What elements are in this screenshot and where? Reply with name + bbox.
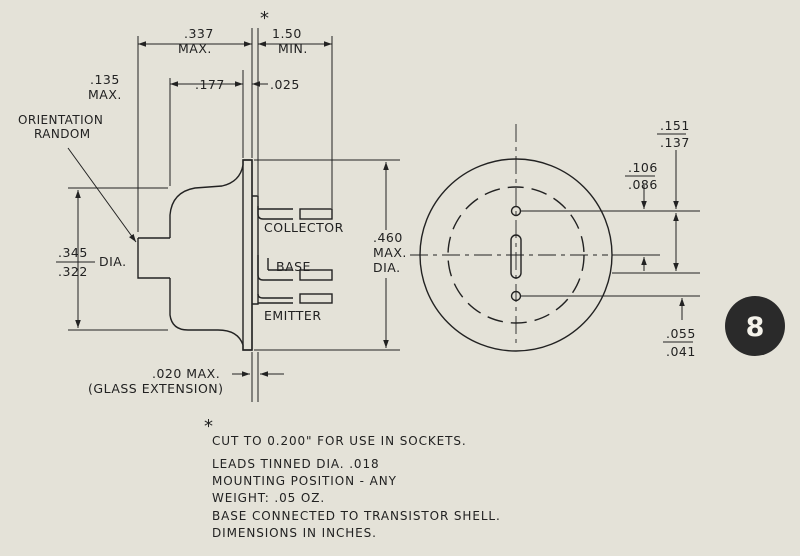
spacing-low-bottom: .041 <box>666 344 696 359</box>
note-line: BASE CONNECTED TO TRANSISTOR SHELL. <box>212 509 501 523</box>
flange-dia-line3: DIA. <box>373 260 401 275</box>
dimension-labels: .337 MAX. * 1.50 MIN. .135 MAX. .177 .02… <box>18 8 696 396</box>
lead-emitter <box>257 293 333 304</box>
notes-star: * <box>204 416 214 437</box>
base-pin-slot <box>510 234 522 279</box>
note-line: DIMENSIONS IN INCHES. <box>212 526 377 540</box>
note-line: WEIGHT: .05 OZ. <box>212 491 325 505</box>
lead-base <box>257 255 333 281</box>
side-view <box>137 159 333 351</box>
page-number-badge: 8 <box>725 296 785 356</box>
stub-length-suffix: MAX. <box>88 87 122 102</box>
page-number: 8 <box>746 312 765 343</box>
emitter-label: EMITTER <box>264 308 322 323</box>
stub-length-value: .135 <box>90 72 120 87</box>
orientation-line2: RANDOM <box>34 127 90 141</box>
end-view <box>410 124 613 352</box>
flange-dia-line2: MAX. <box>373 245 407 260</box>
note-line: LEADS TINNED DIA. .018 <box>212 457 380 471</box>
orientation-line1: ORIENTATION <box>18 113 103 127</box>
max-length-suffix: MAX. <box>178 41 212 56</box>
side-view-dimensions <box>67 28 400 402</box>
note-line: CUT TO 0.200" FOR USE IN SOCKETS. <box>212 434 467 448</box>
orientation-stub <box>137 237 170 279</box>
flange-dia-value: .460 <box>373 230 403 245</box>
lead-length-suffix: MIN. <box>278 41 308 56</box>
notes-block: * CUT TO 0.200" FOR USE IN SOCKETS. LEAD… <box>204 416 501 540</box>
lead-length-value: 1.50 <box>272 26 302 41</box>
transistor-body <box>169 159 253 351</box>
star-mark: * <box>260 8 270 29</box>
body-dia-top: .345 <box>58 245 88 260</box>
spacing-outer-bottom: .137 <box>660 135 690 150</box>
spacing-outer-top: .151 <box>660 118 690 133</box>
note-line: MOUNTING POSITION - ANY <box>212 474 397 488</box>
spacing-inner-top: .106 <box>628 160 658 175</box>
max-length-value: .337 <box>184 26 214 41</box>
base-label: BASE <box>276 259 311 274</box>
glass-extension <box>252 195 259 305</box>
glass-extension-label: (GLASS EXTENSION) <box>88 381 224 396</box>
mounting-flange <box>242 159 253 351</box>
spacing-inner-bottom: .086 <box>628 177 658 192</box>
body-dia-bottom: .322 <box>58 264 88 279</box>
body-dia-suffix: DIA. <box>99 254 127 269</box>
body-length-value: .177 <box>195 77 225 92</box>
lead-collector <box>257 206 333 220</box>
spacing-low-top: .055 <box>666 326 696 341</box>
end-view-dimensions <box>520 150 700 320</box>
flange-thickness-value: .025 <box>270 77 300 92</box>
collector-label: COLLECTOR <box>264 220 344 235</box>
glass-extension-value: .020 MAX. <box>152 366 220 381</box>
